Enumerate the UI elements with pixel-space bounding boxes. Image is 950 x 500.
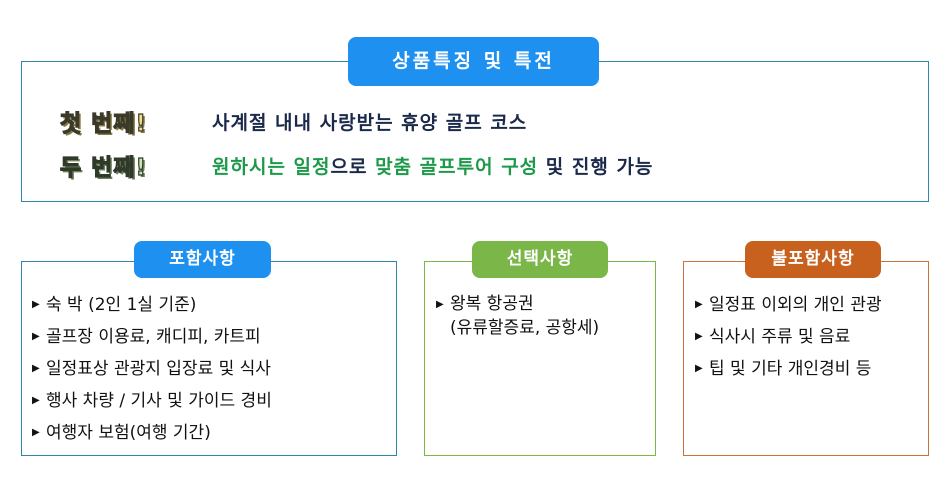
triangle-bullet-icon: ▶ — [695, 299, 703, 310]
list-item: ▶식사시 주류 및 음료 — [695, 324, 882, 356]
feature-text-2-part-2: 으로 — [330, 155, 376, 178]
feature-ordinal-1: 첫 번째! — [59, 110, 147, 137]
triangle-bullet-icon: ▶ — [32, 331, 40, 342]
triangle-bullet-icon: ▶ — [695, 331, 703, 342]
triangle-bullet-icon: ▶ — [32, 427, 40, 438]
excluded-title: 불포함사항 — [745, 241, 881, 278]
list-item: ▶숙 박 (2인 1실 기준) — [32, 292, 272, 324]
feature-text-2-part-3: 맞춤 골프투어 구성 — [375, 155, 539, 178]
triangle-bullet-icon: ▶ — [436, 299, 444, 310]
feature-text-2-part-1: 원하시는 일정 — [212, 155, 331, 178]
list-item: ▶팁 및 기타 개인경비 등 — [695, 356, 882, 388]
optional-list: ▶ 왕복 항공권 (유류할증료, 공항세) — [436, 292, 599, 340]
header-title: 상품특징 및 특전 — [348, 37, 599, 86]
triangle-bullet-icon: ▶ — [32, 299, 40, 310]
excluded-list: ▶일정표 이외의 개인 관광 ▶식사시 주류 및 음료 ▶팁 및 기타 개인경비… — [695, 292, 882, 388]
list-item: ▶행사 차량 / 기사 및 가이드 경비 — [32, 388, 272, 420]
list-item: ▶일정표상 관광지 입장료 및 식사 — [32, 356, 272, 388]
triangle-bullet-icon: ▶ — [32, 363, 40, 374]
feature-row-2: 두 번째! 원하시는 일정으로 맞춤 골프투어 구성 및 진행 가능 — [59, 148, 653, 182]
included-title: 포함사항 — [134, 241, 271, 278]
triangle-bullet-icon: ▶ — [695, 363, 703, 374]
feature-text-2-part-4: 및 진행 가능 — [538, 155, 654, 178]
optional-box — [424, 261, 656, 456]
list-item: ▶ 왕복 항공권 (유류할증료, 공항세) — [436, 292, 599, 340]
optional-item-line-2: (유류할증료, 공항세) — [450, 318, 600, 338]
feature-row-1: 첫 번째! 사계절 내내 사랑받는 휴양 골프 코스 — [59, 104, 528, 138]
feature-text-2: 원하시는 일정으로 맞춤 골프투어 구성 및 진행 가능 — [212, 152, 653, 179]
triangle-bullet-icon: ▶ — [32, 395, 40, 406]
optional-title: 선택사항 — [472, 241, 608, 278]
list-item: ▶여행자 보험(여행 기간) — [32, 420, 272, 452]
excluded-box — [683, 261, 929, 456]
list-item: ▶일정표 이외의 개인 관광 — [695, 292, 882, 324]
feature-text-1: 사계절 내내 사랑받는 휴양 골프 코스 — [212, 111, 528, 134]
feature-ordinal-2: 두 번째! — [59, 154, 147, 181]
list-item: ▶골프장 이용료, 캐디피, 카트피 — [32, 324, 272, 356]
optional-item-line-1: 왕복 항공권 — [450, 294, 534, 314]
included-list: ▶숙 박 (2인 1실 기준) ▶골프장 이용료, 캐디피, 카트피 ▶일정표상… — [32, 292, 272, 452]
